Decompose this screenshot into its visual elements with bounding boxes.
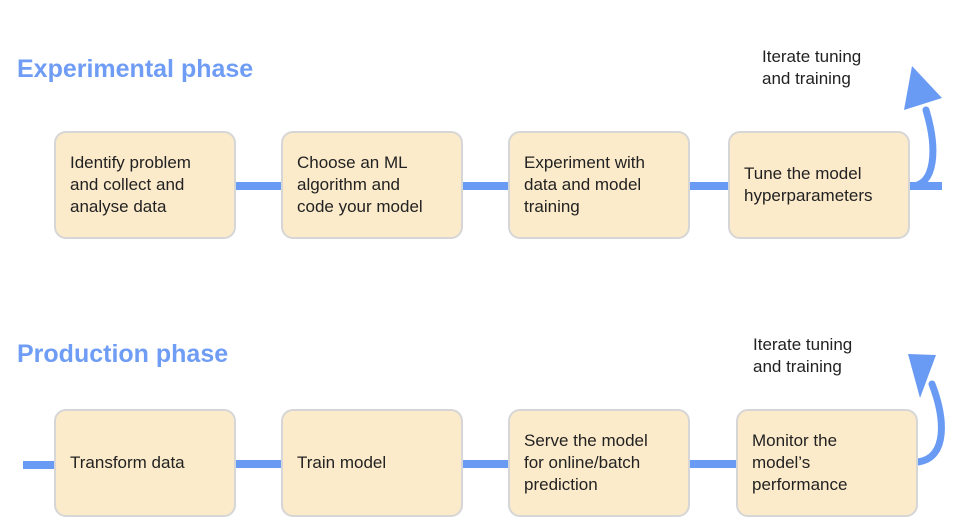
prod-step-2: Train model (281, 409, 463, 517)
exp-loop-arrowhead (904, 66, 942, 110)
exp-step-3-label: Experiment with data and model training (524, 153, 645, 216)
prod-iterate-label: Iterate tuning and training (753, 335, 853, 376)
exp-step-4: Tune the model hyperparameters (728, 131, 910, 239)
exp-step-1: Identify problem and collect and analyse… (54, 131, 236, 239)
prod-step-3-label: Serve the model for online/batch predict… (524, 431, 648, 494)
prod-step-2-label: Train model (297, 453, 387, 472)
connector-exp-2-3 (463, 182, 511, 190)
exp-step-2: Choose an ML algorithm and code your mod… (281, 131, 463, 239)
connector-prod-2-3 (463, 460, 511, 468)
connector-prod-3-4 (690, 460, 738, 468)
prod-step-1: Transform data (54, 409, 236, 517)
exp-loop-arrow-curve (907, 106, 937, 190)
connector-exp-loop (910, 182, 942, 190)
connector-exp-3-4 (690, 182, 730, 190)
connector-prod-lead-in (23, 461, 56, 469)
experimental-phase-title: Experimental phase (17, 55, 254, 83)
connector-exp-1-2 (236, 182, 284, 190)
exp-iterate-label: Iterate tuning and training (762, 47, 862, 88)
exp-step-1-label: Identify problem and collect and analyse… (70, 153, 191, 216)
prod-step-1-label: Transform data (70, 453, 185, 472)
exp-step-2-label: Choose an ML algorithm and code your mod… (297, 153, 423, 216)
prod-step-4-label: Monitor the model’s performance (752, 431, 848, 494)
prod-loop-arrowhead (908, 354, 936, 398)
exp-step-4-label: Tune the model hyperparameters (744, 164, 873, 205)
prod-step-3: Serve the model for online/batch predict… (508, 409, 690, 517)
prod-loop-arrow-curve (914, 380, 945, 466)
connector-prod-1-2 (236, 460, 284, 468)
prod-step-4: Monitor the model’s performance (736, 409, 918, 517)
exp-step-3: Experiment with data and model training (508, 131, 690, 239)
production-phase-title: Production phase (17, 340, 229, 368)
